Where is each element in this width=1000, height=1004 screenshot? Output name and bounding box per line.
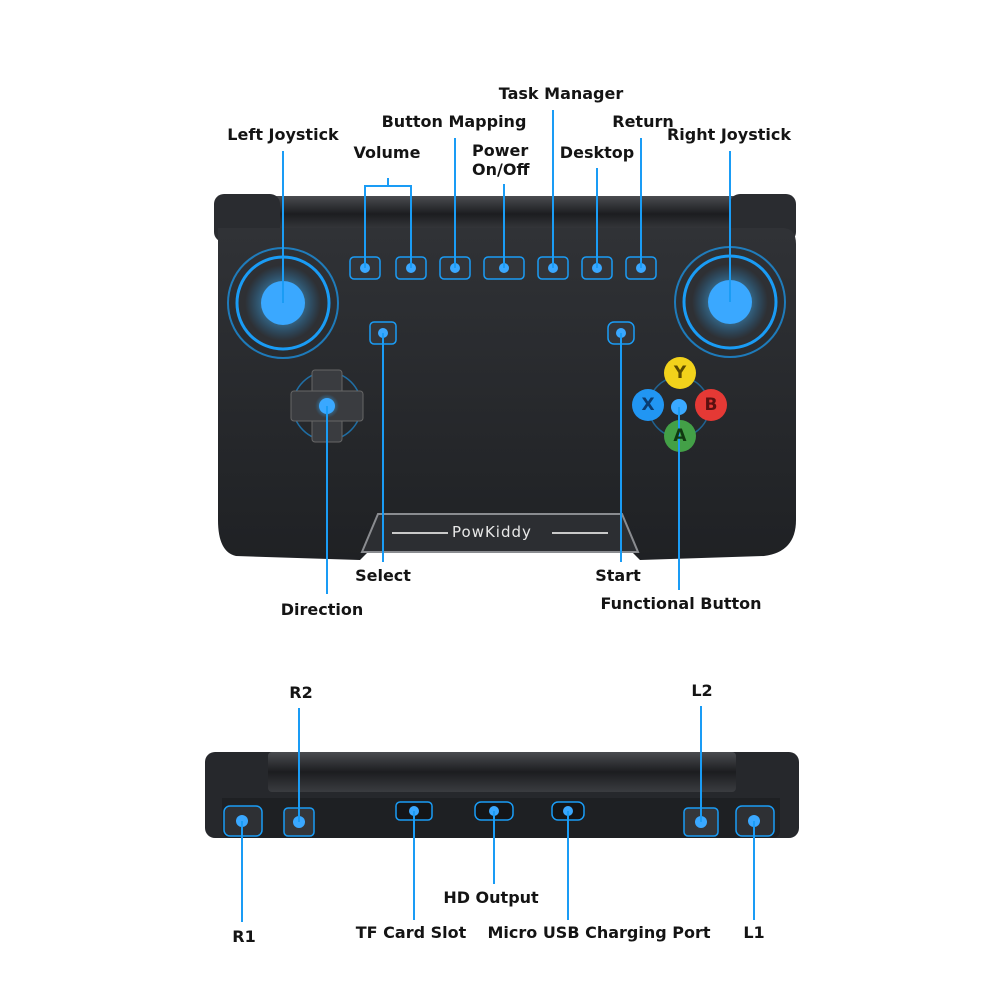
label-desktop: Desktop bbox=[559, 143, 635, 162]
label-power: Power On/Off bbox=[472, 141, 530, 179]
brand-logo-text: PowKiddy bbox=[452, 523, 532, 541]
b-button-label: B bbox=[704, 395, 718, 415]
x-button-label: X bbox=[641, 395, 655, 415]
label-functional-button: Functional Button bbox=[600, 594, 762, 613]
back-rail bbox=[268, 752, 736, 792]
label-tf-card-slot: TF Card Slot bbox=[355, 923, 467, 942]
label-r2: R2 bbox=[289, 683, 313, 702]
y-button-label: Y bbox=[673, 363, 687, 383]
top-rail bbox=[240, 196, 760, 232]
back-view bbox=[205, 752, 799, 838]
label-micro-usb: Micro USB Charging Port bbox=[487, 923, 711, 942]
label-select: Select bbox=[355, 566, 411, 585]
brand-plate bbox=[360, 513, 640, 553]
back-callout-lines bbox=[241, 706, 755, 922]
y-button[interactable] bbox=[664, 357, 696, 389]
label-r1: R1 bbox=[232, 927, 256, 946]
label-volume: Volume bbox=[353, 143, 421, 162]
b-button[interactable] bbox=[695, 389, 727, 421]
label-task-manager: Task Manager bbox=[498, 84, 624, 103]
label-hd-output: HD Output bbox=[443, 888, 539, 907]
label-direction: Direction bbox=[280, 600, 364, 619]
front-callout-lines bbox=[282, 110, 731, 594]
a-button-label: A bbox=[673, 426, 687, 446]
label-right-joystick: Right Joystick bbox=[666, 125, 792, 144]
label-button-mapping: Button Mapping bbox=[381, 112, 527, 131]
label-l1: L1 bbox=[743, 923, 765, 942]
label-start: Start bbox=[595, 566, 641, 585]
label-left-joystick: Left Joystick bbox=[227, 125, 339, 144]
x-button[interactable] bbox=[632, 389, 664, 421]
console-body bbox=[218, 228, 796, 560]
label-l2: L2 bbox=[691, 681, 713, 700]
label-return: Return bbox=[612, 112, 674, 131]
